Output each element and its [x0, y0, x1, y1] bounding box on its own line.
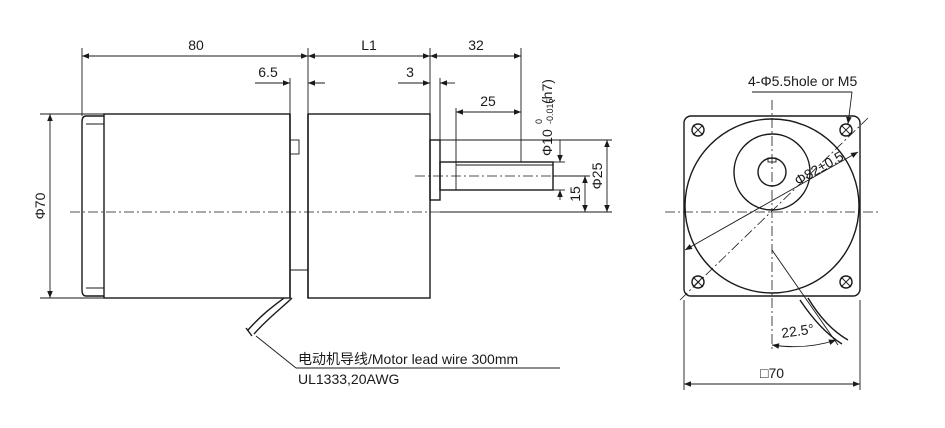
- dim-step: 3: [406, 64, 414, 80]
- mounting-hole-br: [839, 275, 853, 289]
- angle-label: 22.5°: [780, 321, 815, 341]
- front-boss: [429, 139, 441, 201]
- lead-wire: [247, 297, 285, 331]
- dim-l1: L1: [361, 37, 377, 53]
- side-view: [70, 113, 570, 369]
- mounting-hole-tl: [691, 123, 705, 137]
- dim-flange: 6.5: [258, 64, 278, 80]
- motor-body: [103, 113, 291, 299]
- dim-dia25: Φ25: [589, 162, 605, 189]
- front-housing: [307, 113, 431, 299]
- dim-shaft-tol-upper: 0: [534, 119, 544, 124]
- holes-label: 4-Φ5.5hole or M5: [748, 73, 857, 89]
- dim-shaft-tol-lower: -0.015: [545, 98, 555, 124]
- side-dimensions: [40, 48, 612, 299]
- front-flange-square: [683, 115, 861, 297]
- square-label: □70: [760, 365, 784, 381]
- lead-wire-label: 电动机导线/Motor lead wire 300mm: [298, 351, 518, 367]
- dim-shaft-fit: (h7): [539, 79, 555, 104]
- mounting-hole-tr: [839, 123, 853, 137]
- dim-shaft-dia: Φ10: [539, 129, 555, 156]
- lead-wire-spec: UL1333,20AWG: [298, 371, 399, 387]
- dim-15: 15: [567, 186, 583, 202]
- dim-shaft-length: 32: [468, 37, 484, 53]
- terminal-notch: [289, 139, 300, 155]
- pcd-label: Φ82±0.5: [792, 148, 847, 189]
- dim-dia70: Φ70: [32, 192, 48, 219]
- rear-cap: [81, 115, 104, 297]
- front-view: [665, 91, 880, 390]
- dim-body-length: 80: [188, 37, 204, 53]
- dim-key: 25: [480, 93, 496, 109]
